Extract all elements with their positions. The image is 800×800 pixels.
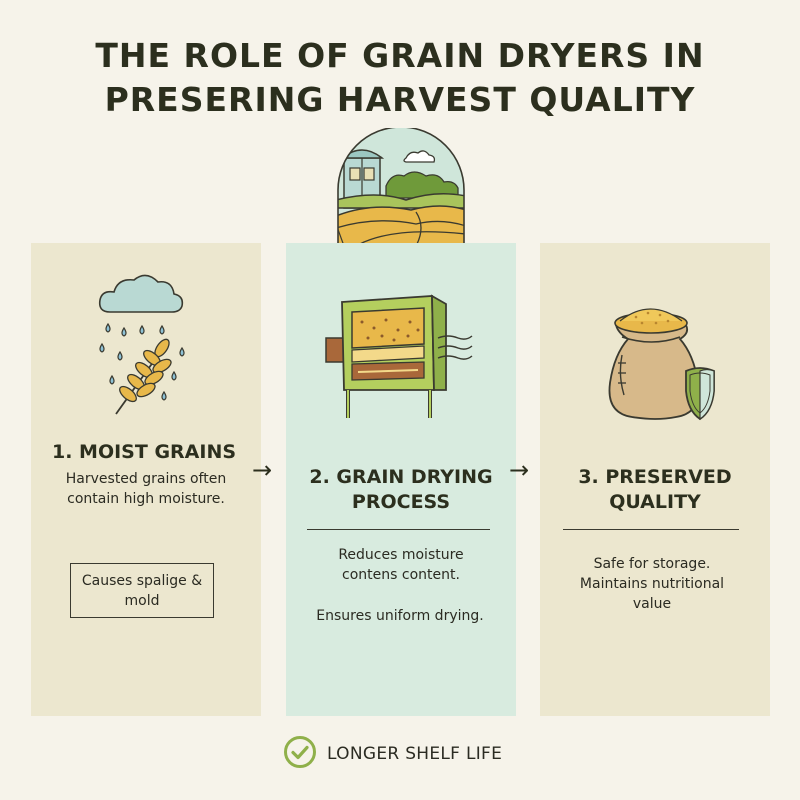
grain-dryer-machine-icon (322, 282, 482, 422)
step-2-heading-line-2: PROCESS (351, 491, 451, 513)
footer-badge: LONGER SHELF LIFE (283, 736, 502, 772)
step-2-divider (307, 529, 490, 530)
step-3-heading: 3. PRESERVED QUALITY (546, 465, 764, 515)
step-1-note-box: Causes spalige & mold (70, 563, 214, 618)
step-1-panel (31, 243, 261, 716)
step-1-body: Harvested grains often contain high mois… (65, 471, 227, 507)
step-1-note: Causes spalige & mold (81, 572, 203, 609)
step-3-divider (563, 529, 739, 530)
title-line-2: PRESERING HARVEST QUALITY (104, 80, 696, 119)
grain-sack-shield-icon (596, 285, 726, 430)
step-2-heading: 2. GRAIN DRYING PROCESS (290, 465, 512, 515)
step-3-heading-line-2: QUALITY (609, 491, 701, 513)
title-line-1: THE ROLE OF GRAIN DRYERS IN (95, 36, 705, 75)
step-1-heading: 1. MOIST GRAINS (52, 441, 237, 463)
step-2-heading-line-1: 2. GRAIN DRYING (309, 466, 493, 488)
step-2-body-1: Reduces moisture contens content. (338, 547, 464, 583)
arrow-step-1-to-2: → (252, 456, 273, 484)
rain-cloud-wheat-icon (92, 268, 192, 418)
step-3-heading-line-1: 3. PRESERVED (578, 466, 732, 488)
footer-label: LONGER SHELF LIFE (327, 744, 503, 764)
step-2-body-2: Ensures uniform drying. (316, 608, 484, 624)
farm-silo-fields-icon (336, 126, 466, 246)
check-circle-icon (283, 735, 317, 773)
arrow-step-2-to-3: → (509, 456, 530, 484)
page-title: THE ROLE OF GRAIN DRYERS IN PRESERING HA… (0, 34, 800, 122)
step-3-body: Safe for storage. Maintains nutritional … (579, 556, 725, 612)
